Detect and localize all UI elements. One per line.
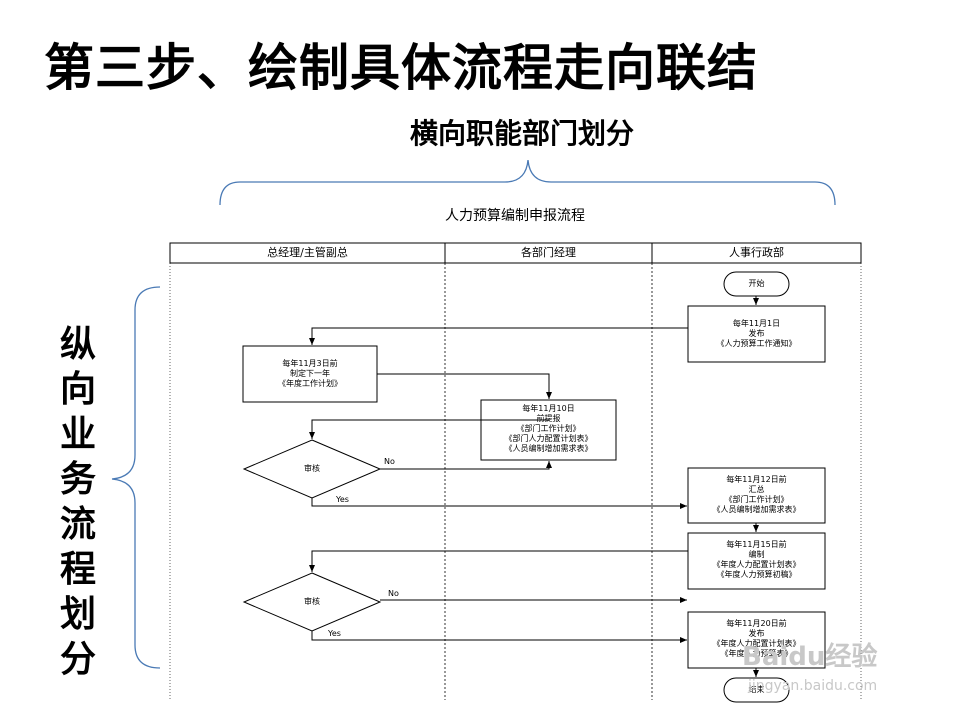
summary-process [687, 467, 826, 524]
review1-label: 审核 [304, 464, 320, 473]
horizontal-division-label: 横向职能部门划分 [409, 117, 634, 150]
lane-header-row [169, 242, 862, 264]
plan-label: 每年11月3日前 制定下一年 《年度工作计划》 [278, 359, 342, 388]
vertical-division-label: 纵向业务流程划分 [56, 322, 100, 682]
edge-label-yes-2: Yes [328, 629, 341, 638]
vertical-brace-path [111, 286, 161, 669]
edge-compile-review2 [309, 550, 688, 572]
dept-submit-label: 每年11月10日 前提报 《部门工作计划》 《部门人力配置计划表》 《人员编制增… [504, 404, 593, 453]
lane-header-dept-manager: 各部门经理 [521, 246, 576, 259]
end-label: 结束 [748, 685, 765, 694]
edge-notice-plan [309, 327, 688, 345]
horizontal-brace-path [219, 159, 836, 206]
edge-plan-dept [377, 373, 552, 399]
vertical-label-text: 纵向业务流程划分 [60, 324, 97, 680]
edge-label-no-1: No [384, 457, 395, 466]
compile-process [687, 532, 826, 590]
slide-title: 第三步、绘制具体流程走向联结 [44, 39, 758, 97]
edge-label-no-2: No [388, 589, 399, 598]
start-label: 开始 [748, 279, 765, 288]
lane-header-hr: 人事行政部 [729, 246, 784, 259]
review2-label: 审核 [304, 597, 320, 606]
edge-dept-review1 [309, 419, 549, 439]
compile-label: 每年11月15日前 编制 《年度人力配置计划表》 《年度人力预算初稿》 [712, 540, 801, 579]
notice-process [687, 305, 826, 363]
watermark-brand: Baidu经验 [742, 642, 878, 672]
edge-review1-yes [311, 498, 687, 509]
edge-label-yes-1: Yes [336, 495, 349, 504]
watermark-url: jingyan.baidu.com [748, 678, 878, 694]
summary-label: 每年11月12日前 汇总 《部门工作计划》 《人员编制增加需求表》 [712, 475, 801, 514]
publish-label: 每年11月20日前 发布 《年度人力配置计划表》 《年度人力预算表》 [712, 619, 801, 658]
flowchart-title: 人力预算编制申报流程 [445, 208, 585, 224]
publish-process [687, 611, 826, 669]
edge-review1-no [380, 461, 552, 470]
plan-process [242, 345, 378, 403]
edge-review2-yes [311, 631, 687, 643]
dept-submit-process [480, 399, 617, 461]
notice-label: 每年11月1日 发布 《人力预算工作通知》 [716, 319, 797, 348]
lane-header-executive: 总经理/主管副总 [267, 246, 348, 259]
end-terminal [723, 677, 790, 703]
